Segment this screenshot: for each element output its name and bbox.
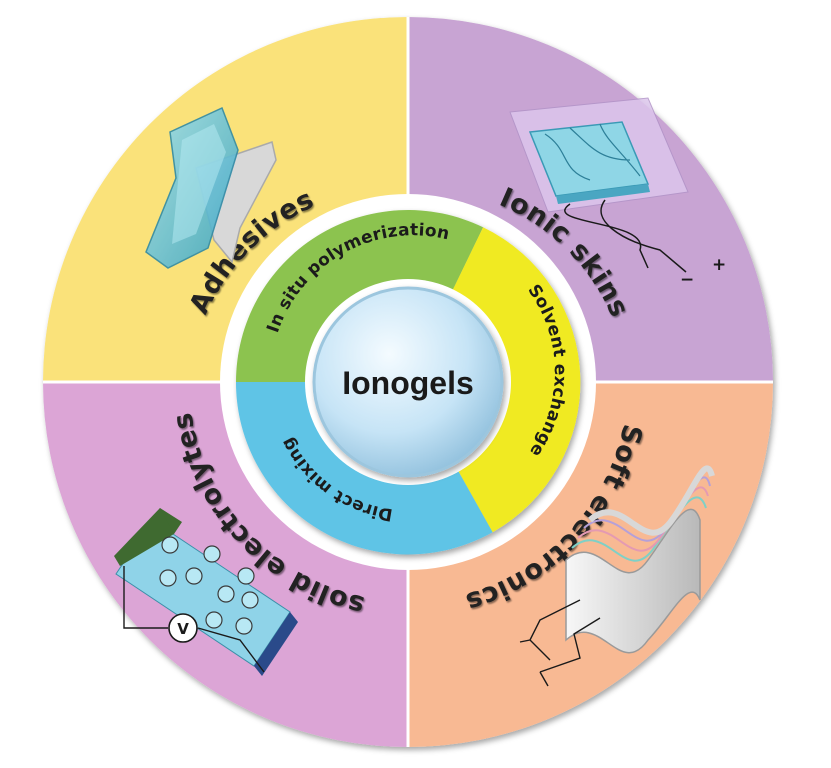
solid-electrolyte-cell-icon: V <box>114 508 298 676</box>
segment-solvent-exchange <box>452 227 581 533</box>
negative-terminal: − <box>680 270 694 290</box>
segment-direct-mixing <box>235 382 493 555</box>
ionic-skin-icon: + − <box>509 97 726 290</box>
voltmeter-icon <box>168 613 198 643</box>
segment-in-situ-polymerization <box>236 210 484 382</box>
ion-markers <box>159 536 259 635</box>
method-ring <box>235 210 581 555</box>
voltmeter-label: V <box>177 620 189 638</box>
soft-electronics-stack-icon <box>519 465 715 687</box>
center-label: Ionogels <box>342 365 474 401</box>
adhesive-tape-icon <box>145 106 277 269</box>
positive-terminal: + <box>712 255 726 275</box>
center-circle <box>312 286 504 478</box>
